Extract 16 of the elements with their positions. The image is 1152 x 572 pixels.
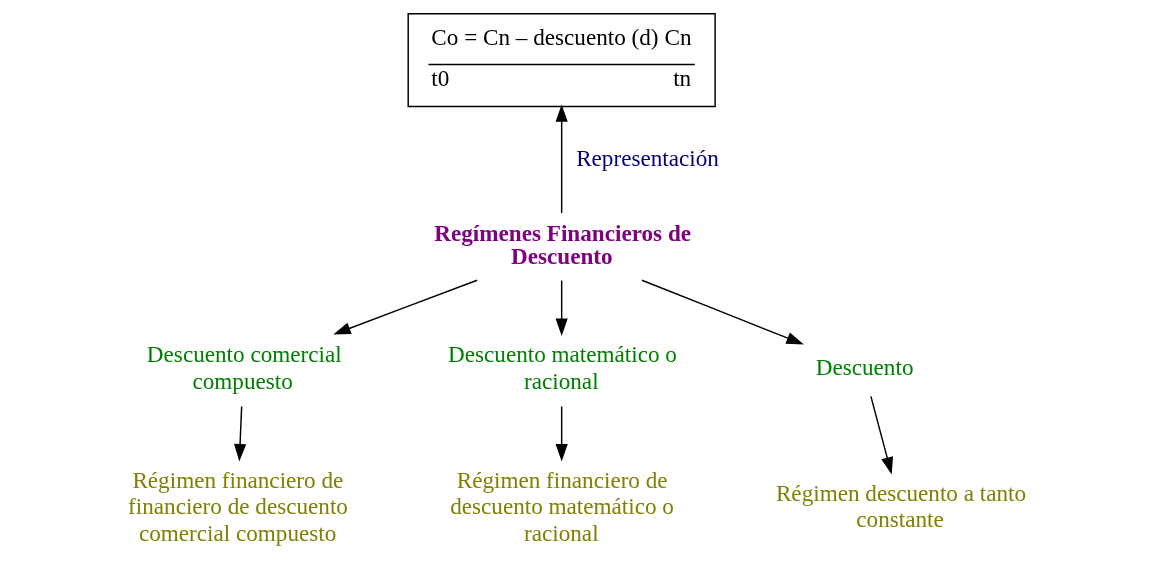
node-text: Descuento comercial compuesto	[146, 341, 342, 394]
node-text: Regímenes Financieros de Descuento	[433, 219, 691, 269]
edge-label: Representación	[575, 144, 719, 171]
arrow	[555, 405, 568, 462]
arrow	[640, 279, 804, 345]
node-text: Descuento matemático o racional	[447, 341, 677, 394]
arrow	[555, 279, 568, 336]
arrow	[233, 405, 246, 462]
node-text: Régimen financiero de financiero de descuento comercial compuesto	[127, 467, 348, 546]
node-text: Régimen financiero de descuento matemático o racional	[449, 467, 674, 546]
node-text: Régimen descuento a tanto constante	[775, 480, 1026, 533]
node-text: Descuento	[815, 354, 913, 381]
arrow	[332, 279, 478, 335]
arrow	[869, 395, 893, 475]
node-box: Co = Cn – descuento (d) Cn t0 tn	[406, 13, 716, 108]
arrow	[555, 104, 568, 214]
